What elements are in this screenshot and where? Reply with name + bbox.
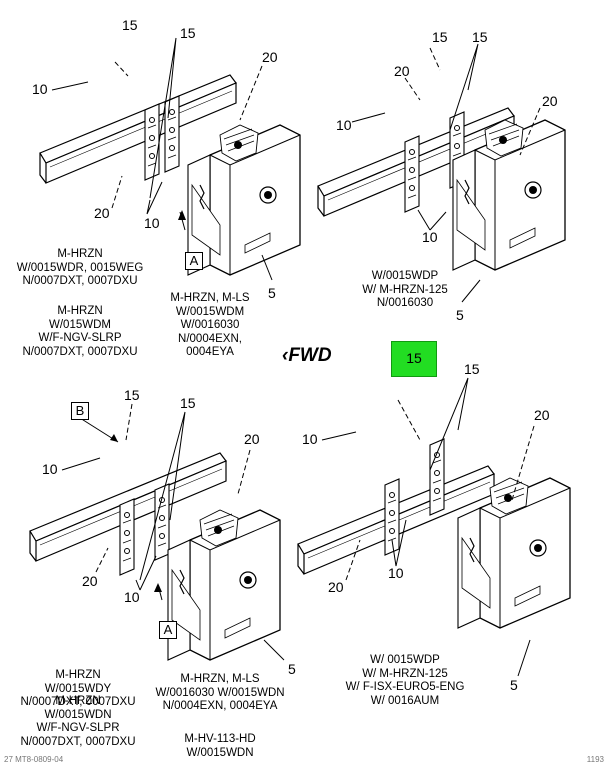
note-bottom-left-1: M-HRZN W/0015WDY N/0007DXT, 0007DXU (20, 669, 136, 708)
callout-10-br-b: 10 (388, 565, 404, 581)
note-top-left-2: M-HRZN W/015WDM W/F-NGV-SLRP N/0007DXT, … (22, 305, 138, 358)
view-top-right (317, 43, 566, 303)
callout-15-bl-b: 15 (180, 395, 196, 411)
note-bottom-left-2: M-HRZN W/0015WDN W/F-NGV-SLPR N/0007DXT,… (20, 695, 136, 748)
callout-20-br-b: 20 (328, 579, 344, 595)
callout-10-tl-b: 10 (144, 215, 160, 231)
callout-20-tl-b: 20 (94, 205, 110, 221)
view-label-a-top: A (185, 252, 203, 270)
callout-10-br-a: 10 (302, 431, 318, 447)
callout-20-bl-a: 20 (244, 431, 260, 447)
callout-10-tr-a: 10 (336, 117, 352, 133)
callout-10-bl-b: 10 (124, 589, 140, 605)
highlighted-callout-15[interactable]: 15 (391, 341, 437, 377)
callout-15-tr-a: 15 (432, 29, 448, 45)
note-bottom-left-4: M-HV-113-HD W/0015WDN (184, 733, 256, 759)
note-bottom-right-1: W/ 0015WDP W/ M-HRZN-125 W/ F-ISX-EURO5-… (345, 654, 465, 707)
view-bottom-left (29, 403, 285, 661)
callout-5-br: 5 (510, 677, 518, 693)
footer-left: 27 MT8-0809-04 (4, 755, 64, 764)
view-top-left (39, 37, 301, 281)
callout-10-tl: 10 (32, 81, 48, 97)
callout-10-bl-a: 10 (42, 461, 58, 477)
callout-20-tl-a: 20 (262, 49, 278, 65)
callout-20-br-a: 20 (534, 407, 550, 423)
callout-20-bl-b: 20 (82, 573, 98, 589)
callout-5-tl: 5 (268, 285, 276, 301)
note-top-right-1: W/0015WDP W/ M-HRZN-125 N/0016030 (362, 270, 448, 309)
view-bottom-right (297, 377, 571, 677)
callout-20-tr-a: 20 (394, 63, 410, 79)
callout-5-bl: 5 (288, 661, 296, 677)
forward-indicator: ‹FWD (282, 345, 332, 367)
callout-15-tl-a: 15 (122, 17, 138, 33)
callout-15-tr-b: 15 (472, 29, 488, 45)
note-top-left-3: M-HRZN, M-LS W/0015WDM W/0016030 N/0004E… (170, 292, 250, 358)
callout-5-tr: 5 (456, 307, 464, 323)
forward-arrow-icon: ‹ (282, 345, 289, 366)
callout-15-br-b: 15 (464, 361, 480, 377)
callout-10-tr-b: 10 (422, 229, 438, 245)
forward-label: FWD (288, 345, 332, 366)
callout-15-bl-a: 15 (124, 387, 140, 403)
footer-right: 1193 (586, 755, 604, 764)
callout-20-tr-b: 20 (542, 93, 558, 109)
view-label-a-bottom: A (159, 621, 177, 639)
note-top-left-1: M-HRZN W/0015WDR, 0015WEG N/0007DXT, 000… (16, 248, 144, 287)
view-label-b: B (71, 402, 89, 420)
callout-15-tl-b: 15 (180, 25, 196, 41)
note-bottom-left-3: M-HRZN, M-LS W/0016030 W/0015WDN N/0004E… (155, 673, 285, 712)
